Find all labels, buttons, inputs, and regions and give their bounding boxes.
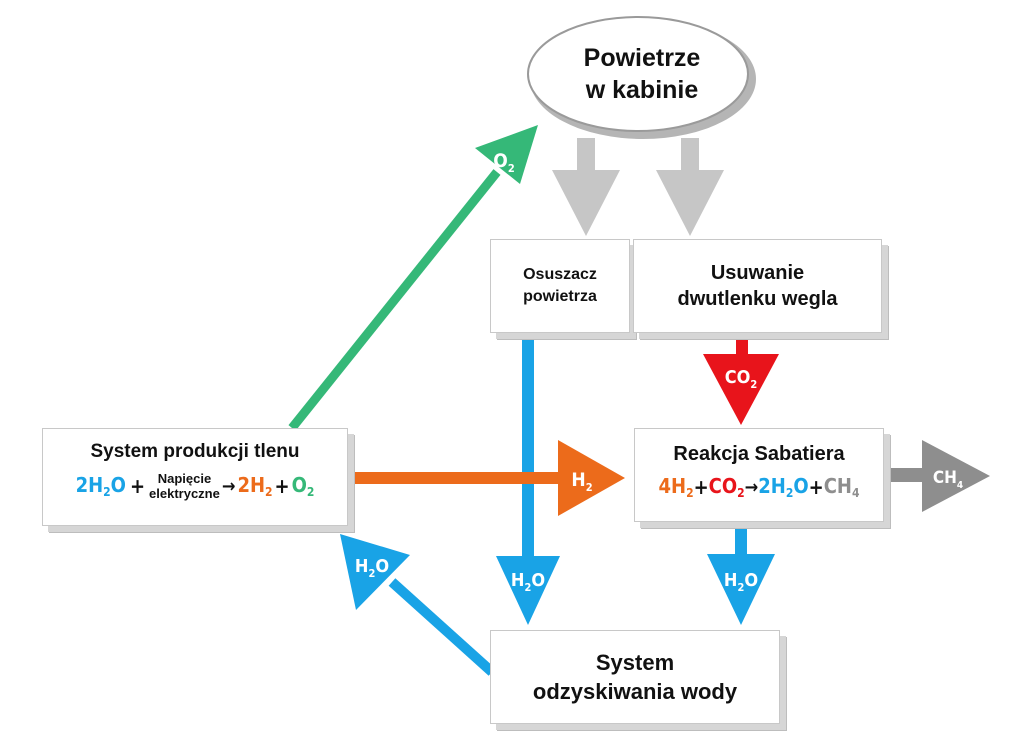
methane-flow-arrow: CH4: [884, 440, 990, 512]
air-arrow-to-dryer: [552, 138, 620, 236]
eq-arrow: →: [221, 475, 236, 497]
eq-arrow: →: [744, 476, 759, 498]
sabatier-water-arrow: H2O: [707, 524, 775, 625]
co2-removal-label-line1: Usuwanie: [710, 262, 805, 284]
eq-plus: +: [693, 475, 709, 500]
oxygen-production-title: System produkcji tlenu: [90, 441, 300, 462]
svg-text:CO2: CO2: [725, 367, 758, 391]
co2-removal-label-line2: dwutlenku wegla: [677, 288, 838, 310]
eq-plus: +: [129, 474, 146, 498]
eq-water: 2H2O: [758, 474, 809, 501]
co2-removal-node: Usuwanie dwutlenku wegla: [633, 239, 882, 333]
hydrogen-flow-arrow: H2: [348, 440, 625, 516]
water-recovery-label-line2: odzyskiwania wody: [532, 679, 738, 704]
sabatier-title: Reakcja Sabatiera: [673, 443, 845, 465]
eq-water: 2H2O: [75, 472, 126, 500]
eq-oxygen: O2: [291, 472, 315, 500]
svg-text:H2O: H2O: [355, 556, 389, 580]
water-recovery-label-line1: System: [595, 650, 675, 675]
cabin-air-label-line1: Powietrze: [584, 44, 701, 72]
eq-methane: CH4: [823, 474, 860, 501]
eq-hydrogen: 4H2: [658, 474, 694, 501]
eq-co2: CO2: [708, 474, 745, 501]
oxygen-flow-arrow: O2: [288, 125, 538, 431]
eq-hydrogen: 2H2: [237, 472, 273, 500]
svg-text:H2O: H2O: [511, 570, 545, 594]
air-arrow-to-co2-removal: [656, 138, 724, 236]
air-dryer-label-line1: Osuszacz: [523, 266, 597, 283]
co2-flow-arrow: CO2: [703, 334, 779, 425]
svg-text:H2: H2: [571, 469, 592, 494]
oxygen-flow-label: O2: [493, 150, 515, 175]
air-dryer-node: Osuszacz powietrza: [490, 239, 630, 333]
sabatier-reaction-node: Reakcja Sabatiera 4H2 + CO2 → 2H2O + CH4: [634, 428, 884, 522]
water-recovery-node: System odzyskiwania wody: [490, 630, 780, 724]
eq-plus: +: [274, 474, 290, 498]
air-dryer-label-line2: powietrza: [523, 288, 597, 305]
eq-plus: +: [808, 475, 824, 500]
dryer-water-arrow: H2O: [496, 334, 560, 625]
svg-text:H2O: H2O: [724, 570, 758, 594]
svg-text:CH4: CH4: [933, 468, 963, 491]
sabatier-equation: 4H2 + CO2 → 2H2O + CH4: [658, 474, 859, 500]
cabin-air-label-line2: w kabinie: [585, 76, 699, 104]
recovered-water-arrow: H2O: [340, 534, 496, 676]
cabin-air-node: Powietrze w kabinie: [527, 16, 756, 139]
